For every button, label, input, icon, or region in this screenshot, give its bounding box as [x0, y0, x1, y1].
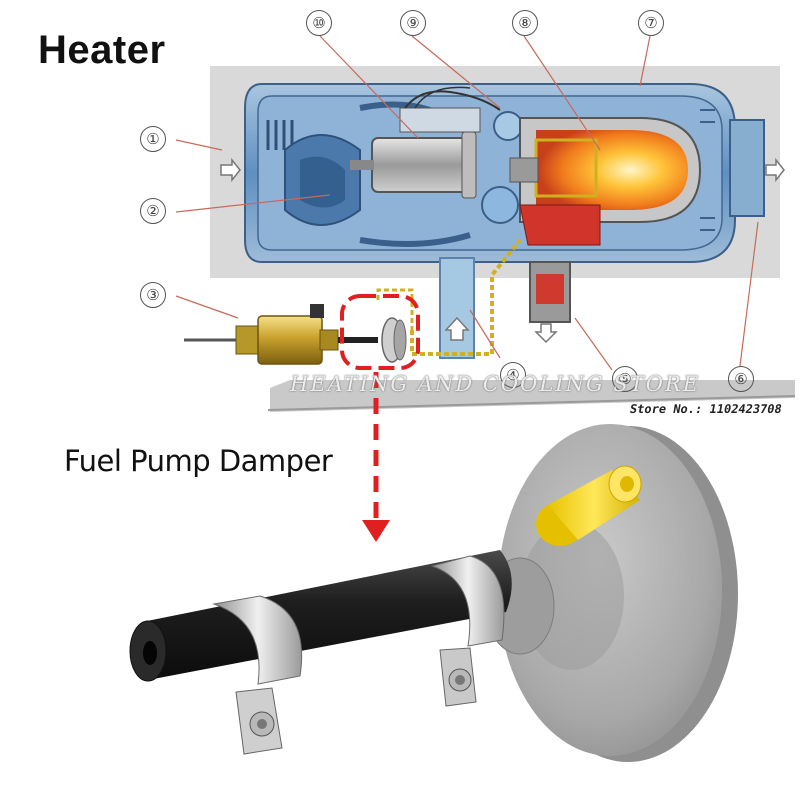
callout-2: ② — [140, 198, 166, 224]
callout-1: ① — [140, 126, 166, 152]
motor — [371, 137, 469, 193]
highlight-arrow-head — [362, 520, 390, 542]
title: Heater — [38, 28, 166, 72]
callout-6: ⑥ — [728, 366, 754, 392]
store-number: Store No.: 1102423708 — [628, 402, 783, 416]
hose — [142, 550, 512, 680]
clamp-right — [430, 555, 505, 707]
callout-9: ⑨ — [400, 10, 426, 36]
intake-arrow — [444, 316, 470, 341]
callout-5: ⑤ — [612, 366, 638, 392]
exhaust-arrow — [534, 323, 558, 344]
callout-10: ⑩ — [306, 10, 332, 36]
fuel-line — [410, 238, 522, 356]
watermark: HEATING AND COOLING STORE — [290, 372, 701, 396]
outlet-pipe — [729, 119, 765, 217]
highlight-box — [340, 294, 420, 370]
inlet-arrow — [220, 157, 241, 183]
callout-8: ⑧ — [512, 10, 538, 36]
fuel-pump-small — [184, 304, 407, 365]
flame — [536, 130, 688, 210]
callout-7: ⑦ — [638, 10, 664, 36]
leader-lines — [175, 35, 759, 371]
air-intake-pipe — [439, 257, 475, 359]
damper-caption: Fuel Pump Damper — [64, 444, 333, 478]
clamp-left — [212, 595, 303, 755]
damper-photo — [129, 424, 738, 762]
outlet-arrow — [765, 157, 785, 183]
diagram-base — [270, 380, 795, 412]
callout-4: ④ — [500, 362, 526, 388]
callout-3: ③ — [140, 282, 166, 308]
yellow-cap — [536, 465, 642, 546]
